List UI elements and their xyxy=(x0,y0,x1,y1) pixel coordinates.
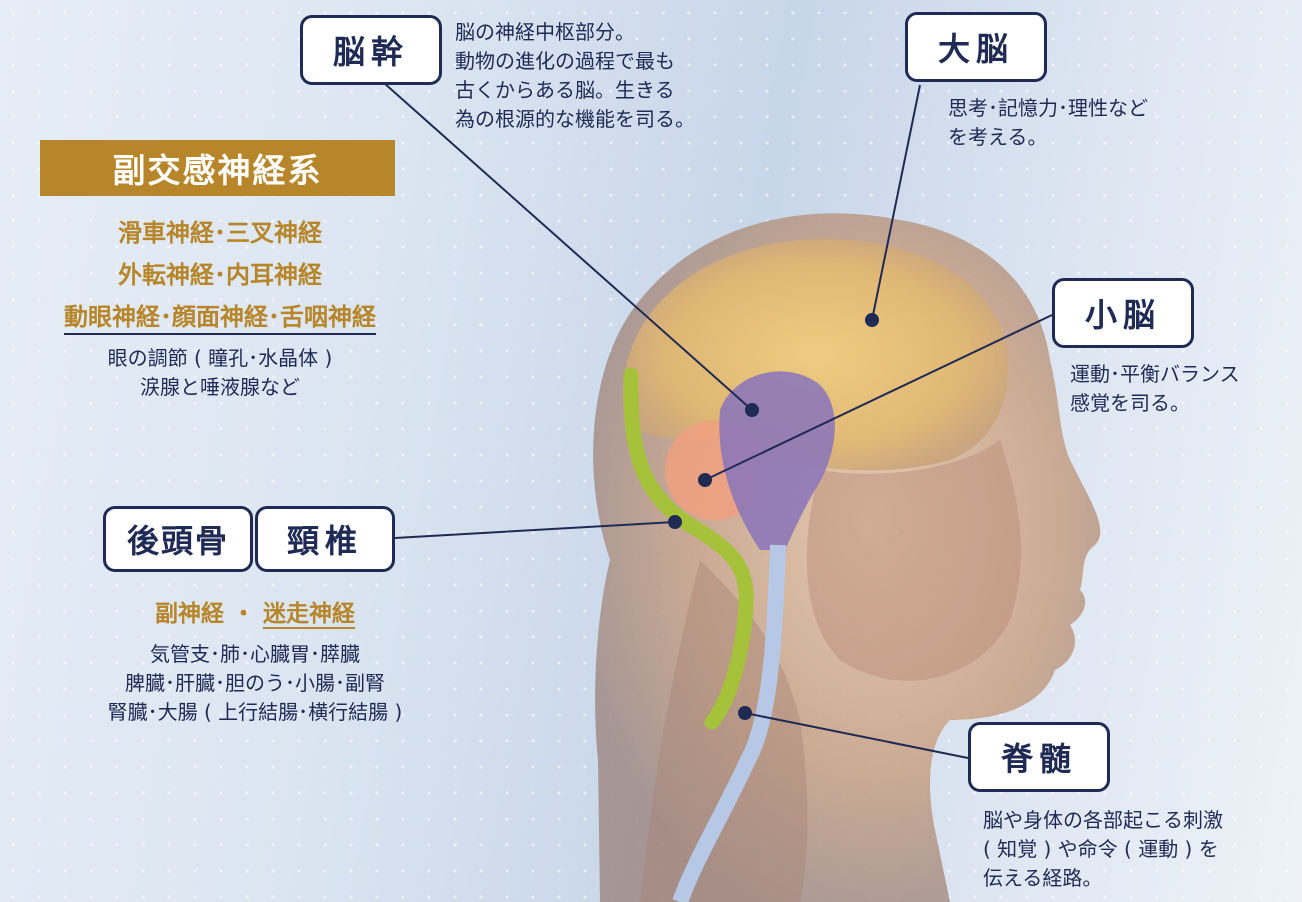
spinal-desc-line: 脳や身体の各部起こる刺激 xyxy=(983,808,1223,832)
cerebrum-desc-line: を考える。 xyxy=(948,125,1048,149)
parasympathetic-title: 副交感神経系 xyxy=(40,140,395,196)
cerebrum-region xyxy=(622,238,1008,471)
occipital-label: 後頭骨 xyxy=(103,506,253,572)
nerve-separator: ・ xyxy=(232,601,255,627)
brainstem-description: 脳の神経中枢部分。 動物の進化の過程で最も 古くからある脳。生きる 為の根源的な… xyxy=(455,18,695,134)
spinal-cord-label-text: 脊髄 xyxy=(1000,740,1077,778)
cerebrum-dot xyxy=(865,313,879,327)
cerebrum-desc-line: 思考･記憶力･理性など xyxy=(948,96,1148,120)
cerebellum-description: 運動･平衡バランス 感覚を司る。 xyxy=(1070,360,1240,418)
organ-line: 腎臓･大腸 ( 上行結腸･横行結腸 ) xyxy=(107,700,403,724)
brainstem-desc-line: 動物の進化の過程で最も xyxy=(455,49,675,73)
cerebrum-label: 大脳 xyxy=(905,12,1047,82)
parasympathetic-nerves: 滑車神経･三叉神経 外転神経･内耳神経 動眼神経･顔面神経･舌咽神経 xyxy=(0,212,440,338)
spinal-cord-description: 脳や身体の各部起こる刺激 ( 知覚 ) や命令 ( 運動 ) を 伝える経路。 xyxy=(983,806,1223,893)
spinal-desc-line: ( 知覚 ) や命令 ( 運動 ) を xyxy=(983,837,1219,861)
cerebrum-leader xyxy=(871,84,921,321)
nerve-line: 滑車神経･三叉神経 xyxy=(118,219,322,247)
effect-line: 眼の調節 ( 瞳孔･水晶体 ) xyxy=(107,346,333,370)
parasympathetic-effects: 眼の調節 ( 瞳孔･水晶体 ) 涙腺と唾液腺など xyxy=(0,344,440,402)
cervical-label-text: 頸椎 xyxy=(286,522,363,560)
spinal-cord-line xyxy=(672,544,786,902)
nerve-line-underlined: 動眼神経･顔面神経･舌咽神経 xyxy=(64,303,376,335)
vagus-nerve: 迷走神経 xyxy=(263,601,356,629)
brainstem-dot xyxy=(745,403,759,417)
vagus-nerve-line xyxy=(623,367,754,730)
brainstem-desc-line: 為の根源的な機能を司る。 xyxy=(455,107,695,131)
accessory-nerve: 副神経 xyxy=(154,601,224,627)
organ-line: 気管支･肺･心臓胃･膵臓 xyxy=(150,642,360,666)
spinal-dot xyxy=(738,706,752,720)
cervical-label: 頸椎 xyxy=(255,506,395,572)
brainstem-label-text: 脳幹 xyxy=(332,33,409,71)
cerebellum-desc-line: 運動･平衡バランス xyxy=(1070,362,1240,386)
cerebellum-dot xyxy=(698,473,712,487)
cerebellum-label: 小脳 xyxy=(1052,278,1194,348)
brainstem-leader xyxy=(374,74,753,411)
cervical-leader xyxy=(394,521,676,539)
brainstem-desc-line: 古くからある脳。生きる xyxy=(455,78,675,102)
cerebellum-desc-line: 感覚を司る。 xyxy=(1070,391,1190,415)
cerebellum-leader xyxy=(704,314,1053,481)
nerve-line: 動眼神経･顔面神経･舌咽神経 xyxy=(0,296,440,338)
cervical-dot xyxy=(668,515,682,529)
occipital-label-text: 後頭骨 xyxy=(126,522,229,560)
vagus-nerves: 副神経 ・ 迷走神経 xyxy=(0,594,510,629)
brainstem-desc-line: 脳の神経中枢部分。 xyxy=(455,20,635,44)
vagus-organs: 気管支･肺･心臓胃･膵臓 脾臓･肝臓･胆のう･小腸･副腎 腎臓･大腸 ( 上行結… xyxy=(0,640,510,727)
effect-line: 涙腺と唾液腺など xyxy=(140,375,300,399)
spinal-desc-line: 伝える経路。 xyxy=(983,866,1103,890)
spinal-cord-label: 脊髄 xyxy=(968,722,1110,792)
brainstem-label: 脳幹 xyxy=(300,15,442,85)
cerebrum-label-text: 大脳 xyxy=(937,30,1014,68)
cerebrum-description: 思考･記憶力･理性など を考える。 xyxy=(948,94,1148,152)
face-shading xyxy=(806,440,1021,681)
cerebellum-label-text: 小脳 xyxy=(1084,296,1161,334)
nerve-line: 外転神経･内耳神経 xyxy=(118,261,322,289)
spinal-leader xyxy=(744,712,969,759)
brainstem-region xyxy=(719,371,835,550)
organ-line: 脾臓･肝臓･胆のう･小腸･副腎 xyxy=(125,671,385,695)
